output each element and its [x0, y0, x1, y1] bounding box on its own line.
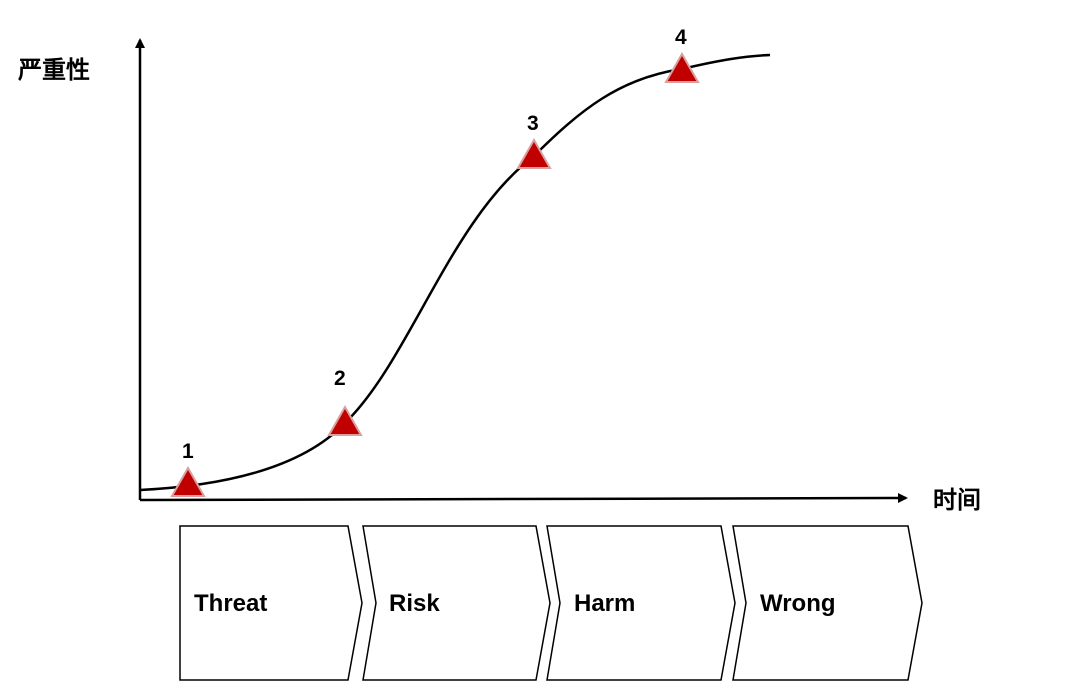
markers: 1 2 3 4	[170, 26, 700, 497]
x-axis	[139, 493, 908, 504]
marker-3-label: 3	[527, 112, 539, 135]
marker-4-label: 4	[675, 26, 687, 49]
marker-4-triangle	[664, 51, 700, 83]
marker-2-label: 2	[334, 367, 346, 390]
marker-2-triangle	[327, 404, 363, 436]
stage-risk: Risk	[362, 525, 551, 681]
stage-wrong: Wrong	[732, 525, 923, 681]
marker-1-label: 1	[182, 440, 194, 463]
stage-row: Threat Risk Harm Wrong	[179, 525, 923, 681]
x-axis-label: 时间	[933, 486, 981, 514]
stage-harm: Harm	[546, 525, 736, 681]
stage-risk-label: Risk	[389, 590, 440, 617]
stage-harm-label: Harm	[574, 590, 635, 617]
stage-threat: Threat	[179, 525, 363, 681]
stage-threat-label: Threat	[194, 590, 267, 617]
stage-wrong-label: Wrong	[760, 590, 836, 617]
y-axis-label: 严重性	[18, 56, 90, 84]
severity-curve	[139, 53, 771, 492]
marker-3-triangle	[516, 137, 552, 169]
marker-1-triangle	[170, 465, 206, 497]
